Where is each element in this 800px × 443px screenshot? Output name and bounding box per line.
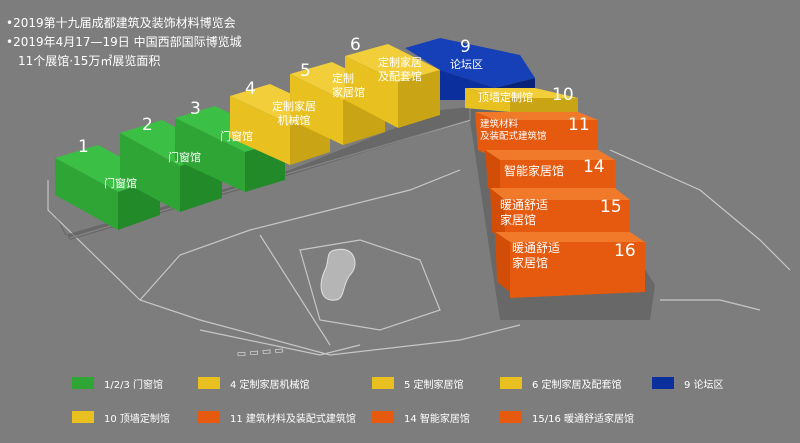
hall-14-shape[interactable] xyxy=(485,150,615,195)
legend-swatch xyxy=(198,377,220,389)
legend-swatch xyxy=(500,377,522,389)
legend-swatch xyxy=(652,377,674,389)
legend-text: 15/16 暖通舒适家居馆 xyxy=(532,413,634,425)
hall-5-label-line1: 定制 xyxy=(332,72,354,85)
legend-swatch xyxy=(198,411,220,423)
hall-10-number: 10 xyxy=(552,85,574,105)
hall-15-label: 暖通舒适 家居馆 xyxy=(500,198,548,228)
hall-3-number: 3 xyxy=(190,99,201,119)
hall-11-number: 11 xyxy=(568,115,590,135)
hall-2-label: 门窗馆 xyxy=(168,151,201,164)
hall-14-number: 14 xyxy=(583,157,605,177)
hall-11-label-line1: 建筑材料 xyxy=(480,119,519,130)
hall-4-label-line1: 定制家居 xyxy=(272,100,316,113)
hall-14-label: 智能家居馆 xyxy=(504,164,565,178)
svg-text:▭ ▭ ▭ ▭: ▭ ▭ ▭ ▭ xyxy=(236,345,284,360)
hall-16-shape[interactable] xyxy=(495,232,645,298)
hall-11-label-line2: 及装配式建筑馆 xyxy=(480,131,547,142)
legend-item: 9 论坛区 xyxy=(652,376,724,391)
hall-11-label: 建筑材料 及装配式建筑馆 xyxy=(480,119,547,143)
legend-swatch xyxy=(72,411,94,423)
pond xyxy=(320,248,356,301)
hall-4-label-line2: 机械馆 xyxy=(277,114,311,127)
hall-15-shape[interactable] xyxy=(490,188,630,240)
legend-swatch xyxy=(500,411,522,423)
hall-6-label-line2: 及配套馆 xyxy=(378,70,422,83)
hall-1-label: 门窗馆 xyxy=(104,177,137,190)
hall-10-label: 顶墙定制馆 xyxy=(478,91,533,104)
hall-9-number: 9 xyxy=(460,37,471,57)
hall-6-number: 6 xyxy=(350,35,361,55)
hall-11-shape[interactable] xyxy=(475,112,598,158)
legend-text: 6 定制家居及配套馆 xyxy=(532,379,622,391)
hall-16-label-line2: 家居馆 xyxy=(512,256,549,270)
hall-16-number: 16 xyxy=(614,241,636,261)
hall-5-number: 5 xyxy=(300,61,311,81)
header-line-expo: •2019第十九届成都建筑及装饰材料博览会 xyxy=(6,16,236,30)
hall-2-number: 2 xyxy=(142,115,153,135)
hall-16-label: 暖通舒适 家居馆 xyxy=(512,241,560,271)
legend-item: 1/2/3 门窗馆 xyxy=(72,376,164,391)
hall-15-label-line2: 家居馆 xyxy=(500,213,537,227)
hall-15-label-line1: 暖通舒适 xyxy=(500,198,549,212)
legend-swatch xyxy=(72,377,94,389)
legend-text: 4 定制家居机械馆 xyxy=(230,379,310,391)
hall-9-label: 论坛区 xyxy=(450,58,483,71)
header-line-date: •2019年4月17—19日 中国西部国际博览城 xyxy=(6,35,242,49)
hall-6-label-line1: 定制家居 xyxy=(378,56,422,69)
hall-5-label-line2: 家居馆 xyxy=(332,86,365,99)
legend-text: 5 定制家居馆 xyxy=(404,379,464,391)
hall-15-number: 15 xyxy=(600,197,622,217)
hall-6-shape[interactable] xyxy=(345,44,440,128)
legend-item: 10 顶墙定制馆 xyxy=(72,410,170,425)
hall-3-label: 门窗馆 xyxy=(220,130,253,143)
legend-item: 15/16 暖通舒适家居馆 xyxy=(500,410,634,425)
legend-item: 6 定制家居及配套馆 xyxy=(500,376,622,391)
legend-item: 14 智能家居馆 xyxy=(372,410,470,425)
legend-swatch xyxy=(372,377,394,389)
hall-4-number: 4 xyxy=(245,79,256,99)
ground-text: ▭ ▭ ▭ ▭ xyxy=(236,345,284,360)
map-header: •2019第十九届成都建筑及装饰材料博览会 •2019年4月17—19日 中国西… xyxy=(6,14,242,71)
hall-4-label: 定制家居 机械馆 xyxy=(272,100,316,128)
header-line-area: 11个展馆·15万㎡展览面积 xyxy=(18,54,161,68)
legend-text: 14 智能家居馆 xyxy=(404,413,470,425)
legend-text: 9 论坛区 xyxy=(684,379,724,391)
hall-5-label: 定制 家居馆 xyxy=(332,72,365,100)
legend-text: 10 顶墙定制馆 xyxy=(104,413,170,425)
hall-16-label-line1: 暖通舒适 xyxy=(512,241,561,255)
legend-item: 4 定制家居机械馆 xyxy=(198,376,310,391)
legend-item: 11 建筑材料及装配式建筑馆 xyxy=(198,410,356,425)
hall-1-number: 1 xyxy=(78,137,89,157)
legend-text: 11 建筑材料及装配式建筑馆 xyxy=(230,413,356,425)
legend-swatch xyxy=(372,411,394,423)
hall-6-label: 定制家居 及配套馆 xyxy=(378,56,422,84)
hall-10-shape[interactable] xyxy=(465,88,578,112)
legend-text: 1/2/3 门窗馆 xyxy=(104,379,164,391)
legend-item: 5 定制家居馆 xyxy=(372,376,464,391)
